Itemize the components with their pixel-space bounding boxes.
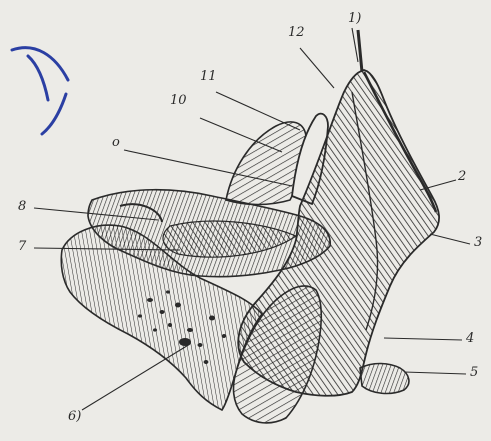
- leader-12: [300, 48, 334, 88]
- label-3: 3: [474, 236, 482, 249]
- label-8: 8: [18, 200, 26, 213]
- leader-4: [384, 338, 462, 340]
- leader-3: [430, 234, 470, 244]
- label-12: 12: [288, 26, 305, 39]
- label-7: 7: [18, 240, 26, 253]
- label-10: 10: [170, 94, 187, 107]
- label-2: 2: [458, 170, 466, 183]
- leader-11: [216, 92, 300, 130]
- label-4: 4: [466, 332, 474, 345]
- leader-5: [404, 372, 466, 374]
- label-11: 11: [200, 70, 217, 83]
- handwritten-pen-mark-icon: [12, 48, 68, 134]
- label-5: 5: [470, 366, 478, 379]
- label-1: 1): [348, 12, 361, 25]
- label-6: 6): [68, 410, 81, 423]
- leader-6: [82, 344, 190, 410]
- label-9: o: [112, 136, 120, 149]
